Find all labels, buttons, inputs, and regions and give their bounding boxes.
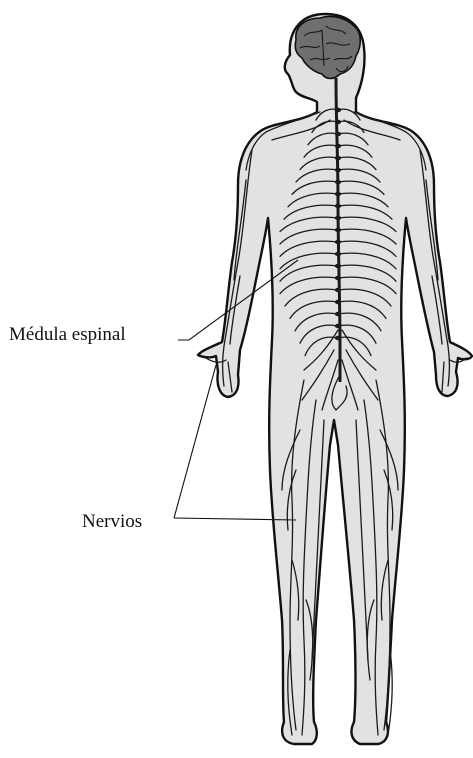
vertebra-node (335, 144, 341, 148)
vertebra-node (335, 108, 341, 112)
vertebra-node (335, 240, 341, 244)
vertebra-node (335, 204, 341, 208)
vertebra-node (335, 228, 341, 232)
vertebra-node (335, 336, 341, 340)
vertebra-node (335, 132, 341, 136)
nerves-leader-upper (174, 365, 216, 518)
spinal-cord-label: Médula espinal (9, 325, 126, 344)
vertebra-node (335, 288, 341, 292)
vertebra-node (335, 324, 341, 328)
vertebra-node (335, 312, 341, 316)
vertebra-node (335, 252, 341, 256)
body-silhouette (198, 14, 472, 744)
nerves-label: Nervios (82, 512, 142, 531)
vertebra-node (335, 300, 341, 304)
vertebra-node (335, 168, 341, 172)
vertebra-node (335, 192, 341, 196)
vertebra-node (335, 156, 341, 160)
vertebra-node (335, 180, 341, 184)
vertebra-node (335, 276, 341, 280)
vertebra-node (335, 216, 341, 220)
vertebra-node (335, 264, 341, 268)
vertebra-node (335, 120, 341, 124)
